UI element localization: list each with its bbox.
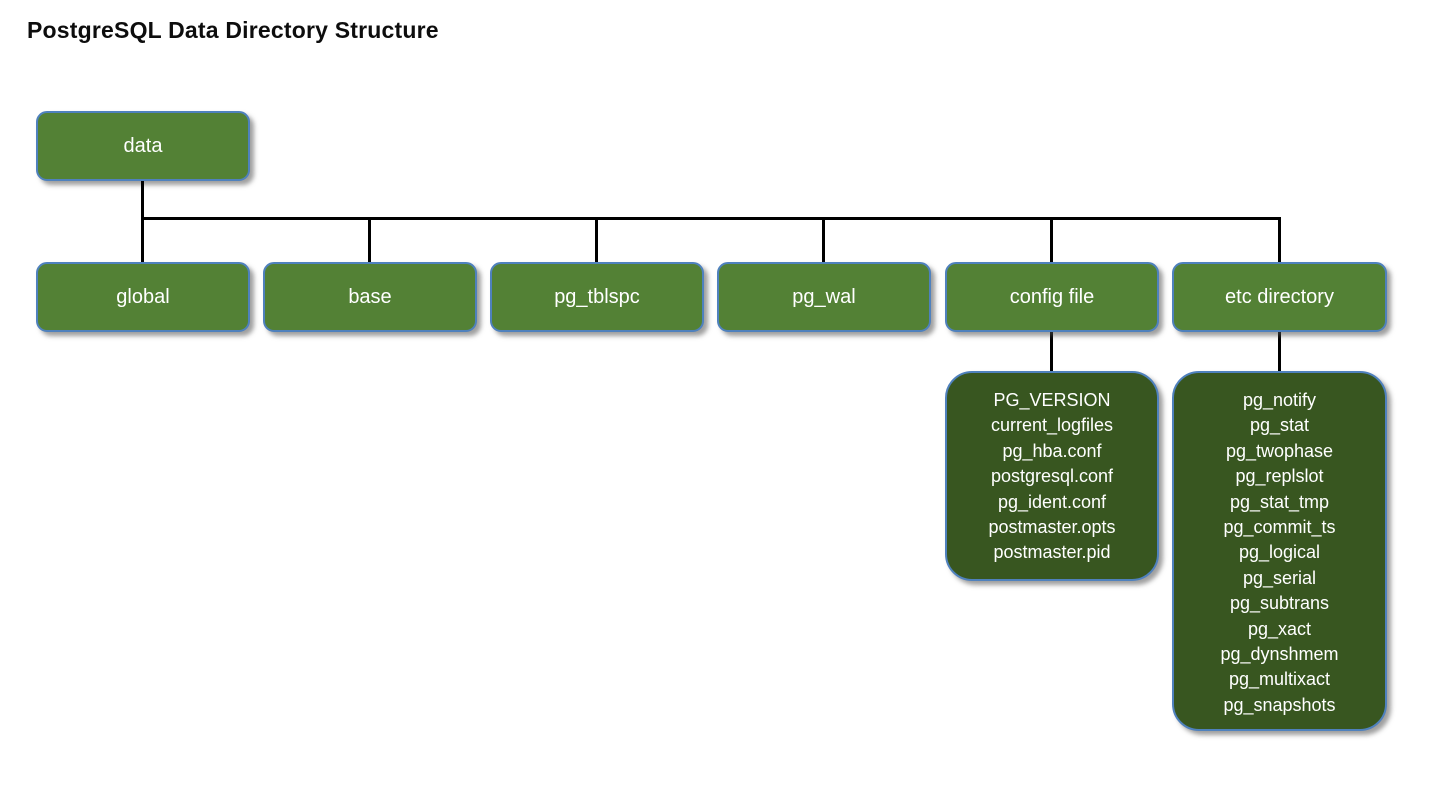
connector-etc-directory-list <box>1278 332 1281 371</box>
list-item: pg_multixact <box>1228 669 1331 690</box>
node-pg-wal: pg_wal <box>717 262 931 332</box>
list-item: pg_ident.conf <box>997 491 1107 512</box>
list-item: pg_twophase <box>1225 440 1334 461</box>
node-base: base <box>263 262 477 332</box>
node-pg-tblspc: pg_tblspc <box>490 262 704 332</box>
connector-horizontal-bus <box>141 217 1281 220</box>
list-item: pg_xact <box>1247 618 1312 639</box>
list-item: pg_replslot <box>1235 466 1324 487</box>
list-item: postmaster.opts <box>988 517 1116 538</box>
connector-drop-pg-tblspc <box>595 219 598 262</box>
connector-drop-base <box>368 219 371 262</box>
list-item: pg_notify <box>1242 390 1317 410</box>
list-item: pg_subtrans <box>1229 593 1330 614</box>
connector-drop-config-file <box>1050 219 1053 262</box>
list-item: pg_dynshmem <box>1220 644 1339 665</box>
list-item: pg_stat_tmp <box>1229 491 1330 512</box>
connector-root-vertical <box>141 181 144 262</box>
diagram-title: PostgreSQL Data Directory Structure <box>27 17 439 43</box>
connector-config-file-list <box>1050 332 1053 371</box>
connector-drop-pg-wal <box>822 219 825 262</box>
list-item: postgresql.conf <box>990 466 1114 487</box>
node-config-file: config file <box>945 262 1159 332</box>
list-item: pg_stat <box>1249 415 1310 436</box>
connector-drop-etc-directory <box>1278 219 1281 262</box>
list-item: pg_commit_ts <box>1223 517 1336 538</box>
list-item: postmaster.pid <box>993 542 1111 563</box>
list-item: pg_serial <box>1242 567 1317 588</box>
node-global: global <box>36 262 250 332</box>
list-item: current_logfiles <box>990 415 1114 436</box>
list-item: pg_snapshots <box>1223 694 1336 715</box>
node-etc-directory: etc directory <box>1172 262 1387 332</box>
list-item: pg_hba.conf <box>1002 440 1102 461</box>
list-item: pg_logical <box>1238 542 1321 563</box>
list-item: PG_VERSION <box>993 390 1111 410</box>
node-data: data <box>36 111 250 181</box>
